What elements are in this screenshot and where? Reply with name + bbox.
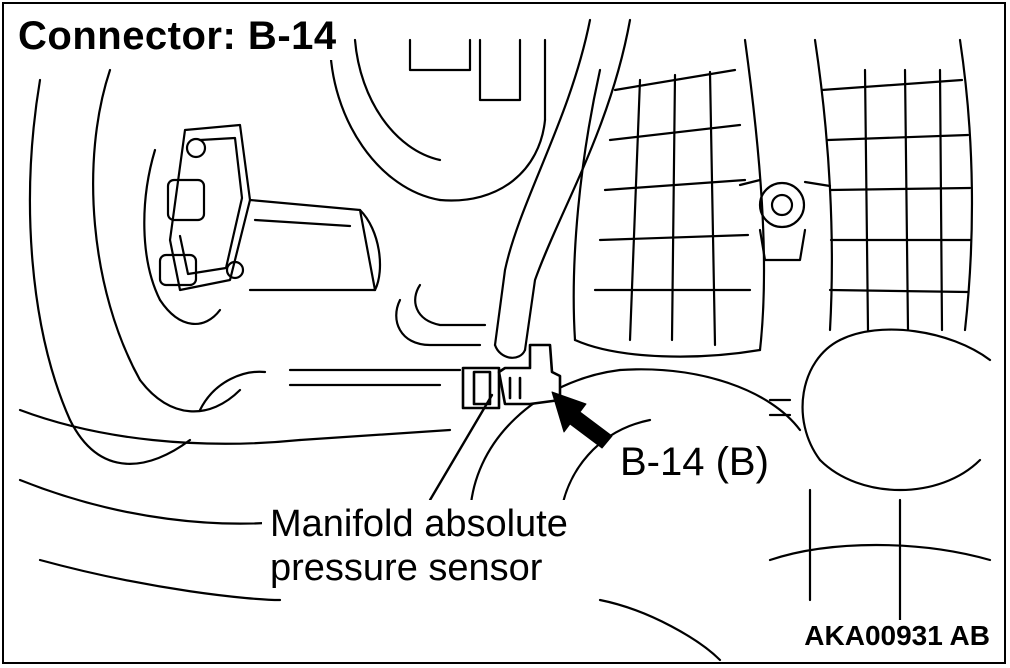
- lower-body-drawing: [18, 368, 802, 662]
- sensor-label-line-2: pressure sensor: [270, 547, 543, 589]
- pipe-elbow-drawing: [198, 283, 487, 412]
- connector-callout-label: B-14 (B): [614, 442, 775, 482]
- leader-line: [428, 393, 494, 502]
- sensor-label-line-1: Manifold absolute: [270, 503, 568, 545]
- left-pulley-drawing: [28, 68, 242, 465]
- intake-body-drawing: [328, 38, 547, 202]
- figure-code: AKA00931 AB: [800, 620, 994, 652]
- sensor-label: Manifold absolute pressure sensor: [262, 500, 576, 592]
- page-title: Connector: B-14: [14, 14, 345, 60]
- reservoir-cap-drawing: [768, 328, 992, 622]
- arrow-icon: [551, 391, 613, 449]
- bracket-drawing: [158, 123, 382, 292]
- clamp-drawing: [738, 178, 832, 262]
- connector-b14-drawing: [461, 343, 562, 410]
- manifold-grid-right: [813, 38, 974, 332]
- manifold-grid-left: [572, 38, 766, 358]
